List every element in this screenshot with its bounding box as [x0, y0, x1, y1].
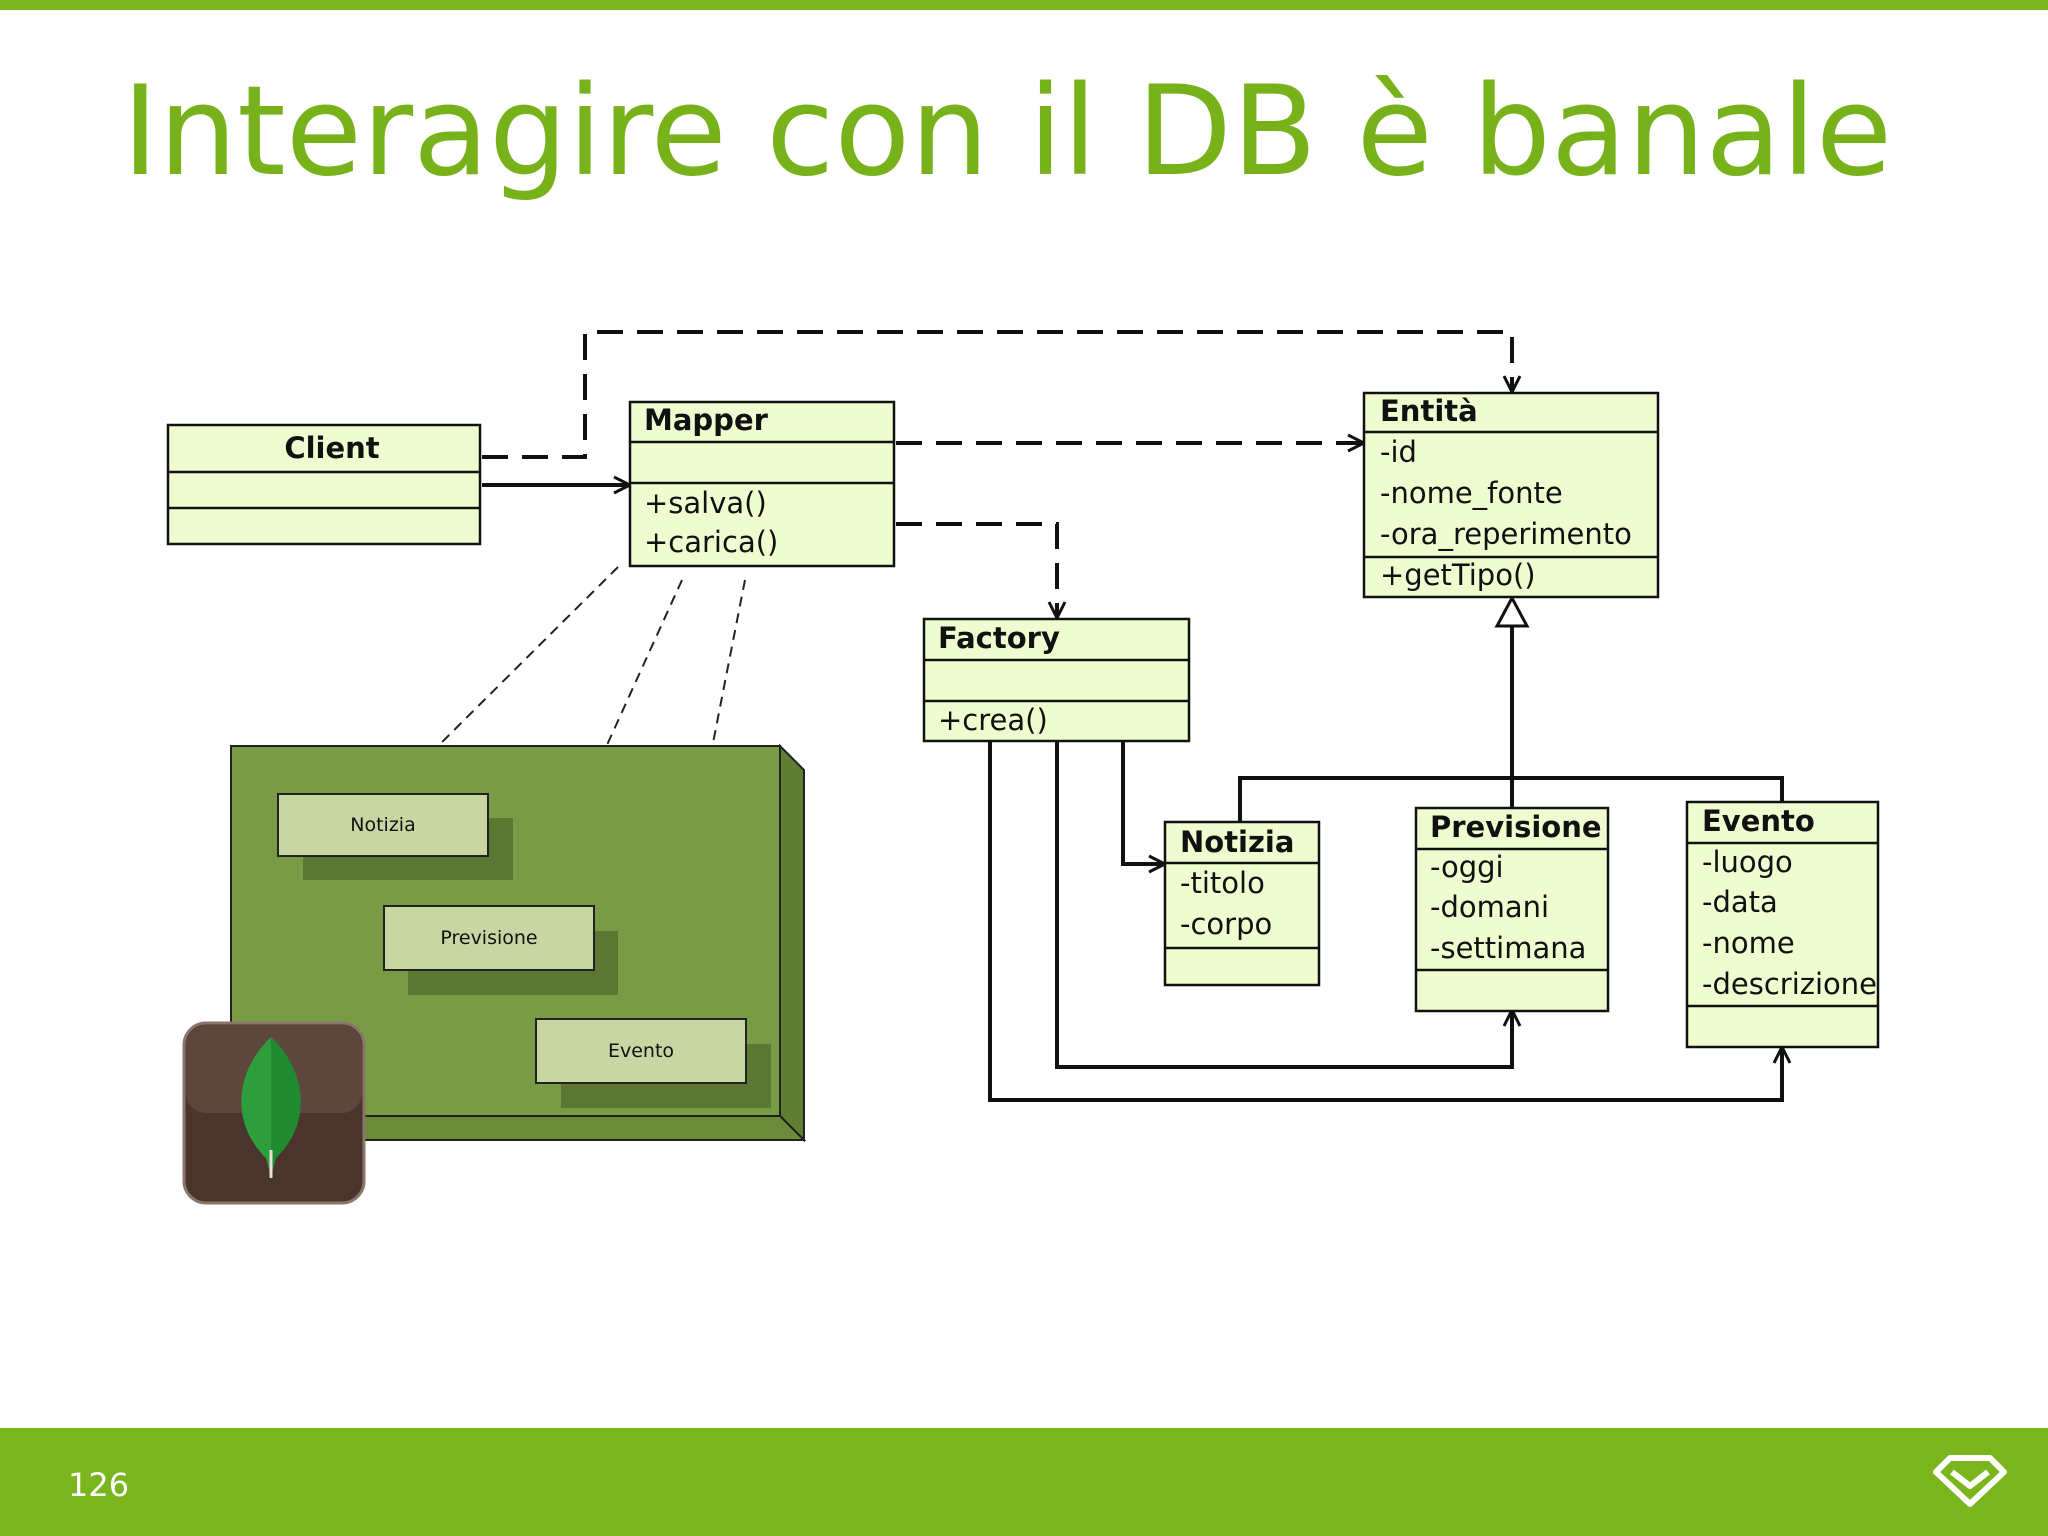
- class-evento-attribute: -nome: [1702, 926, 1795, 960]
- top-accent-bar: [0, 0, 2048, 10]
- class-mapper-method: +salva(): [644, 486, 767, 520]
- footer-bar: 126: [0, 1428, 2048, 1536]
- uml-diagram: Client Mapper +salva() +carica() Entità …: [166, 330, 1880, 1205]
- class-mapper: Mapper +salva() +carica(): [628, 400, 896, 568]
- class-notizia-name: Notizia: [1180, 825, 1294, 859]
- class-notizia-attribute: -titolo: [1180, 866, 1265, 900]
- class-evento: Evento -luogo -data -nome -descrizione: [1685, 800, 1880, 1049]
- class-mapper-method: +carica(): [644, 525, 778, 559]
- mapper-db-container-link: [424, 566, 619, 760]
- class-notizia: Notizia -titolo -corpo: [1163, 820, 1321, 987]
- class-factory-name: Factory: [938, 621, 1060, 655]
- factory-notizia-link: [1121, 741, 1165, 864]
- class-evento-attribute: -data: [1702, 885, 1778, 919]
- client-entita-dependency: [482, 330, 1512, 459]
- class-entita-attribute: -id: [1380, 435, 1417, 469]
- class-previsione-attribute: -settimana: [1430, 931, 1586, 965]
- connectors: [424, 330, 1784, 1102]
- diamond-logo-icon: [1933, 1455, 2007, 1507]
- class-entita-method: +getTipo(): [1380, 558, 1536, 592]
- db-collection-label: Notizia: [350, 814, 415, 836]
- class-client: Client: [166, 423, 482, 546]
- class-client-name: Client: [284, 431, 379, 465]
- class-mapper-name: Mapper: [644, 403, 769, 437]
- factory-previsione-link: [1055, 741, 1512, 1069]
- class-entita-attribute: -nome_fonte: [1380, 476, 1563, 510]
- db-collection-label: Previsione: [440, 927, 537, 949]
- class-entita: Entità -id -nome_fonte -ora_reperimento …: [1362, 391, 1660, 599]
- class-evento-attribute: -descrizione: [1702, 967, 1877, 1001]
- class-previsione-attribute: -oggi: [1430, 850, 1504, 884]
- mongodb-leaf-icon: [182, 1021, 366, 1205]
- class-entita-name: Entità: [1380, 394, 1478, 428]
- factory-evento-link: [988, 741, 1782, 1102]
- class-entita-attribute: -ora_reperimento: [1380, 517, 1632, 551]
- class-factory-method: +crea(): [938, 703, 1048, 737]
- slide-title: Interagire con il DB è banale: [122, 60, 1893, 204]
- inheritance-triangle: [1494, 594, 1530, 628]
- db-collection-evento: Evento: [535, 1018, 771, 1108]
- mapper-factory-dependency: [896, 522, 1057, 618]
- db-collection-label: Evento: [608, 1040, 674, 1062]
- class-evento-attribute: -luogo: [1702, 845, 1793, 879]
- page-number: 126: [68, 1466, 130, 1504]
- inheritance-tree: [1238, 626, 1784, 822]
- class-factory: Factory +crea(): [922, 617, 1191, 743]
- class-previsione-name: Previsione: [1430, 810, 1602, 844]
- class-notizia-attribute: -corpo: [1180, 907, 1272, 941]
- class-previsione-attribute: -domani: [1430, 890, 1549, 924]
- db-collection-notizia: Notizia: [277, 793, 513, 880]
- db-container: Notizia Previsione Evento: [228, 743, 807, 1143]
- class-previsione: Previsione -oggi -domani -settimana: [1414, 806, 1610, 1013]
- class-evento-name: Evento: [1702, 804, 1815, 838]
- db-collection-previsione: Previsione: [383, 905, 618, 995]
